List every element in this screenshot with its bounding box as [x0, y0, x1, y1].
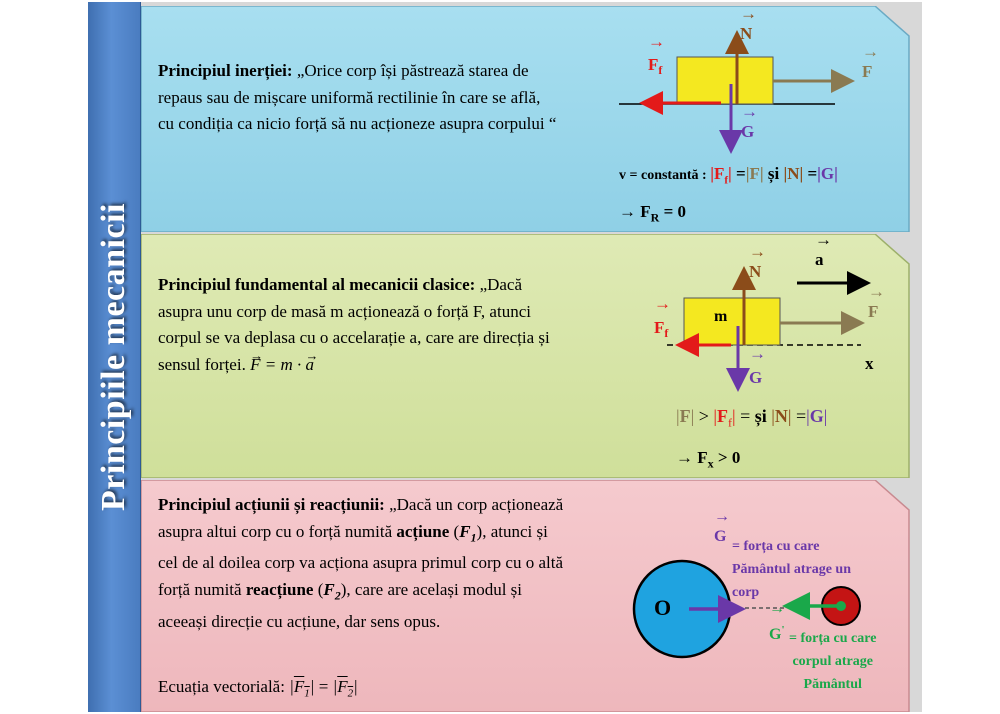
panel-fundamental-text: Principiul fundamental al mecanicii clas… [158, 272, 568, 378]
panel-inertia-text: Principiul inerției: „Orice corp își păs… [158, 58, 558, 138]
label-Ff-2: →Ff [654, 294, 671, 341]
label-F-2: →F [868, 282, 885, 321]
fundamental-formula: →F = m · →a [250, 347, 319, 374]
block [676, 56, 774, 105]
label-G-2: →G [749, 344, 766, 387]
fundamental-diagram [667, 266, 871, 392]
panel-action-reaction-title: Principiul acțiunii și reacțiunii: [158, 495, 385, 514]
panel-inertia-title: Principiul inerției: [158, 61, 293, 80]
vector-equation: Ecuația vectorială: |F1| = |F2| [158, 677, 358, 700]
panel-inertia: Principiul inerției: „Orice corp își păs… [141, 4, 911, 232]
panel-action-reaction-text: Principiul acțiunii și reacțiunii: „Dacă… [158, 495, 564, 631]
action-reaction-diagram [632, 559, 861, 659]
G-prime-description: = forța cu care corpul atrage Pământul [789, 631, 877, 692]
block-m [683, 297, 781, 346]
label-Ff: →Ff [648, 32, 665, 78]
G-prime-label: →G' [769, 600, 785, 644]
fundamental-condition: |F| > |Ff| = și |N| =|G| [676, 406, 828, 430]
inertia-diagram [619, 30, 855, 154]
panel-fundamental-body: „Dacă asupra unu corp de masă m acționea… [158, 275, 550, 374]
inertia-condition: v = constantă : |Ff| =|F| și |N| =|G| [619, 164, 838, 187]
label-m: m [714, 308, 728, 325]
panel-action-reaction: Principiul acțiunii și reacțiunii: „Dacă… [141, 480, 911, 712]
label-N-2: →N [749, 242, 766, 281]
panel-inertia-body: „Orice corp își păstrează starea de repa… [158, 61, 557, 133]
inertia-result: → FR = 0 [619, 202, 686, 225]
label-a: →a [815, 230, 832, 269]
G-label: →G [714, 508, 730, 545]
sidebar-title: Principiile mecanicii [95, 203, 132, 511]
G-description: = forța cu care Pământul atrage un corp [732, 539, 851, 600]
label-N: →N [740, 4, 757, 43]
label-x: x [865, 354, 874, 373]
earth-label: O [654, 595, 672, 620]
panel-fundamental: Principiul fundamental al mecanicii clas… [141, 230, 911, 478]
panel-fundamental-background [141, 234, 910, 478]
sidebar [88, 2, 141, 712]
fundamental-result: → Fx > 0 [676, 448, 741, 471]
label-G: →G [741, 102, 758, 141]
panel-action-reaction-background [141, 480, 910, 712]
label-F: →F [862, 42, 879, 81]
body-center [836, 601, 846, 611]
panel-fundamental-title: Principiul fundamental al mecanicii clas… [158, 275, 476, 294]
